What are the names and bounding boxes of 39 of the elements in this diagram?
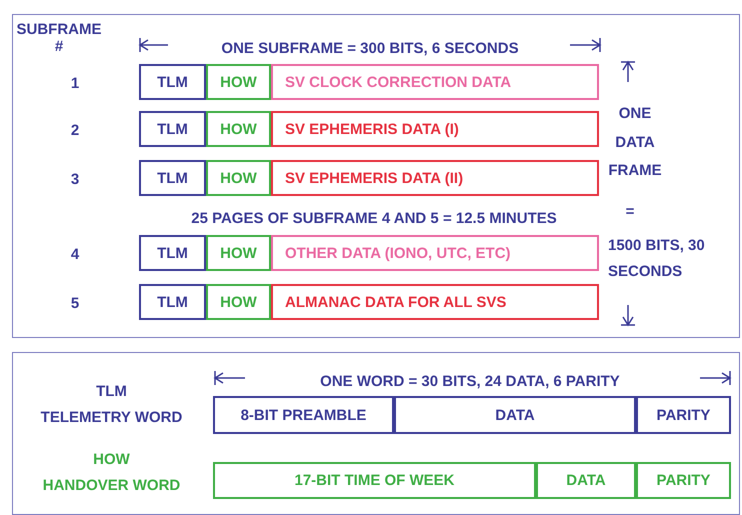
- dimension-text: 25 PAGES OF SUBFRAME 4 AND 5 = 12.5 MINUTES: [190, 209, 558, 229]
- word-field: 8-BIT PREAMBLE: [213, 396, 394, 434]
- tlm-field: TLM: [139, 160, 206, 196]
- dimension-text: 1500 BITS, 30 SECONDS: [608, 236, 706, 282]
- how-field: HOW: [206, 160, 271, 196]
- word-field: 17-BIT TIME OF WEEK: [213, 462, 536, 499]
- data-field: SV CLOCK CORRECTION DATA: [271, 64, 599, 100]
- how-field: HOW: [206, 111, 271, 147]
- tlm-field: TLM: [139, 235, 206, 271]
- data-field: SV EPHEMERIS DATA (I): [271, 111, 599, 147]
- row-number: 5: [70, 294, 80, 314]
- how-field: HOW: [206, 235, 271, 271]
- word-field: DATA: [394, 396, 636, 434]
- row-heading: HOW: [92, 450, 131, 470]
- data-field: OTHER DATA (IONO, UTC, ETC): [271, 235, 599, 271]
- row-number: 3: [70, 170, 80, 190]
- tlm-field: TLM: [139, 111, 206, 147]
- tlm-field: TLM: [139, 284, 206, 320]
- dimension-text: ONE SUBFRAME = 300 BITS, 6 SECONDS: [220, 39, 520, 59]
- panel-frame: [12, 352, 740, 515]
- row-heading: TELEMETRY WORD: [40, 408, 184, 428]
- data-field: SV EPHEMERIS DATA (II): [271, 160, 599, 196]
- tlm-field: TLM: [139, 64, 206, 100]
- dimension-text: ONE WORD = 30 BITS, 24 DATA, 6 PARITY: [319, 372, 621, 392]
- how-field: HOW: [206, 284, 271, 320]
- panel-frame: [12, 14, 740, 338]
- row-number: 4: [70, 245, 80, 265]
- dimension-text: ONE DATA FRAME: [607, 104, 663, 181]
- column-heading: SUBFRAME #: [16, 22, 102, 55]
- row-heading: HANDOVER WORD: [42, 476, 182, 496]
- word-field: PARITY: [636, 462, 731, 499]
- dimension-text: =: [624, 202, 636, 222]
- word-field: PARITY: [636, 396, 731, 434]
- how-field: HOW: [206, 64, 271, 100]
- row-number: 2: [70, 121, 80, 141]
- row-heading: TLM: [95, 382, 128, 402]
- row-number: 1: [70, 74, 80, 94]
- data-field: ALMANAC DATA FOR ALL SVS: [271, 284, 599, 320]
- word-field: DATA: [536, 462, 636, 499]
